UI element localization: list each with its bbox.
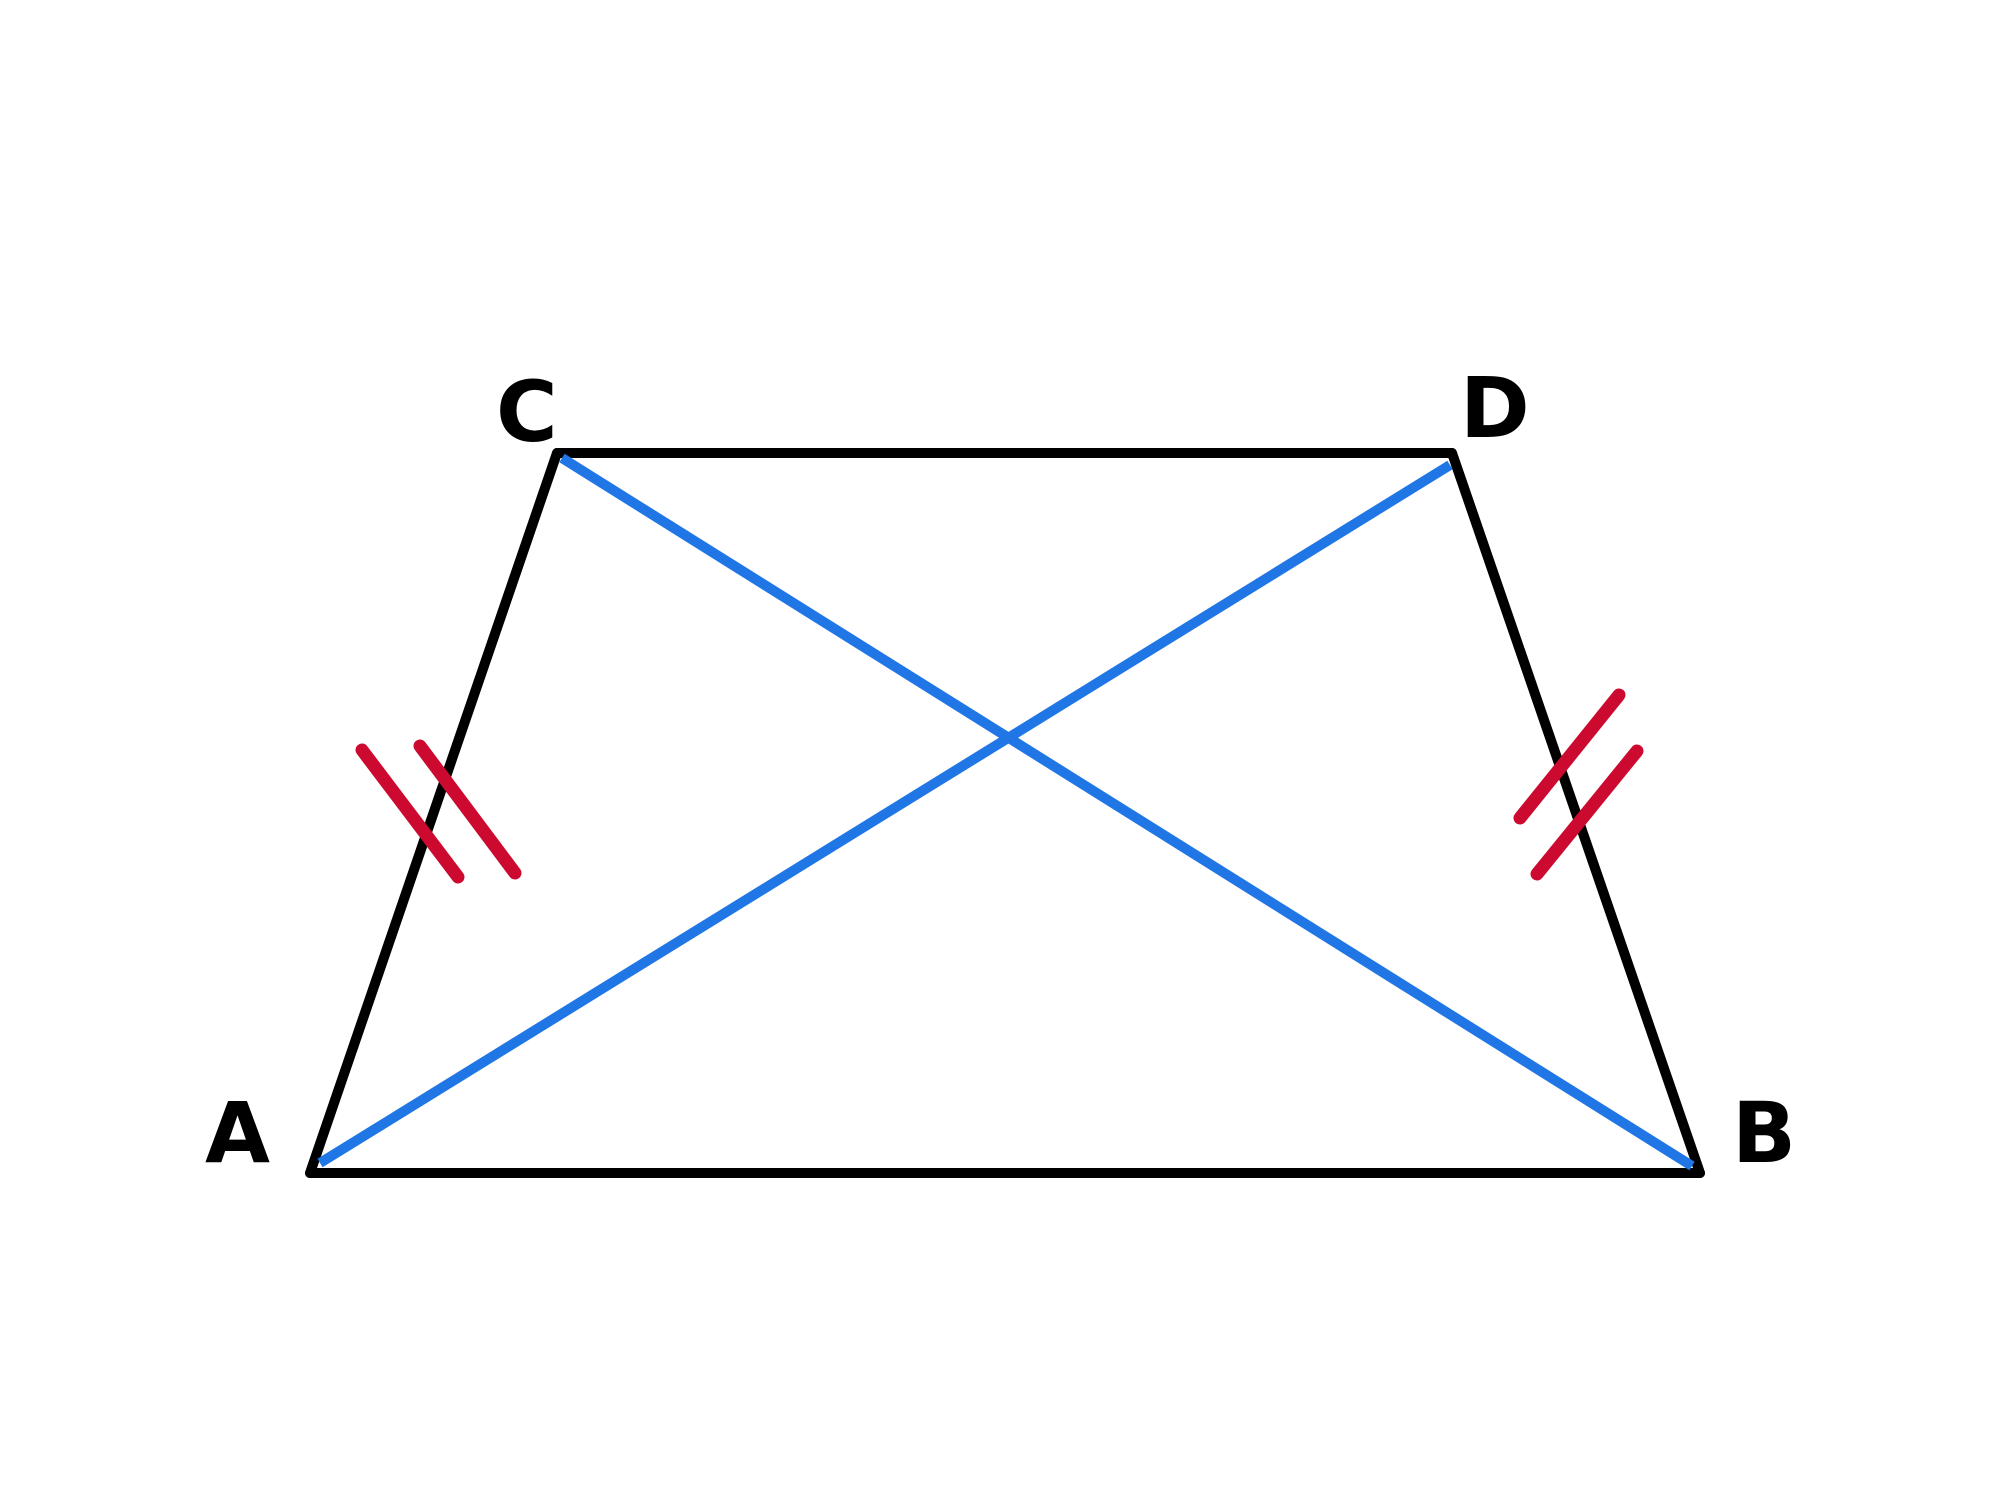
vertex-label-d: D	[1460, 359, 1530, 457]
side-bd	[1447, 448, 1705, 1178]
vertex-label-c: C	[496, 363, 558, 461]
diagonal-cb	[559, 453, 1695, 1171]
vertex-label-a: A	[205, 1084, 270, 1182]
tick-mark-ac-1	[355, 743, 465, 884]
side-ac	[305, 448, 562, 1178]
tick-mark-bd-2	[1530, 744, 1644, 881]
vertex-label-b: B	[1732, 1084, 1796, 1182]
tick-mark-bd-1	[1513, 688, 1626, 825]
diagonal-ad	[317, 460, 1453, 1168]
tick-mark-ac-2	[413, 739, 522, 880]
